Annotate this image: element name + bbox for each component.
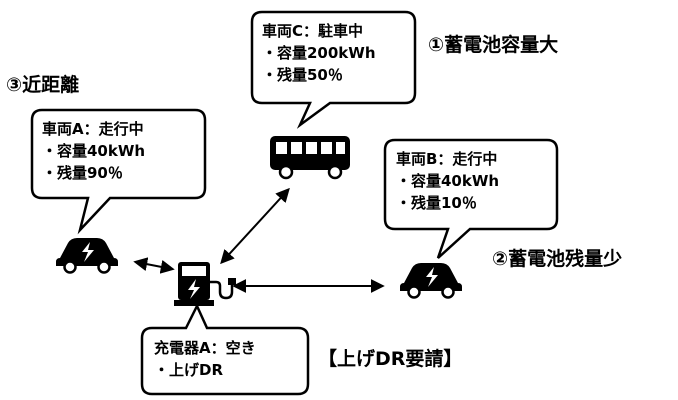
- low-remaining-label: ②蓄電池残量少: [492, 248, 623, 270]
- large-capacity-label: ①蓄電池容量大: [428, 34, 559, 56]
- charger-a-mode: ・上げDR: [154, 361, 224, 379]
- charger-a-bubble: [140, 303, 310, 396]
- arrow-charger-to-car-a: [133, 257, 175, 274]
- vehicle-b-capacity: ・容量40kWh: [396, 172, 500, 190]
- car-a-icon: [56, 238, 118, 274]
- charger-a-title: 充電器A：空き: [154, 339, 256, 357]
- vehicle-b-info: 車両B：走行中 ・容量40kWh ・残量10％: [396, 148, 499, 214]
- vehicle-a-info: 車両A：走行中 ・容量40kWh ・残量90％: [42, 118, 145, 184]
- charger-a-info: 充電器A：空き ・上げDR: [154, 337, 256, 381]
- vehicle-c-capacity: ・容量200kWh: [262, 44, 376, 62]
- car-b-icon: [400, 263, 462, 299]
- vehicle-b-remaining: ・残量10％: [396, 194, 477, 212]
- vehicle-b-title: 車両B：走行中: [396, 150, 498, 168]
- dr-request-label: 【上げDR要請】: [318, 348, 463, 370]
- ev-charger-icon: [174, 262, 236, 306]
- vehicle-b-bubble: [383, 138, 559, 259]
- vehicle-c-bubble: [250, 10, 417, 129]
- bus-icon: [270, 136, 350, 180]
- vehicle-c-title: 車両C：駐車中: [262, 22, 364, 40]
- near-distance-label: ③近距離: [6, 74, 80, 96]
- vehicle-c-remaining: ・残量50％: [262, 66, 343, 84]
- vehicle-a-capacity: ・容量40kWh: [42, 142, 146, 160]
- arrow-charger-to-bus: [220, 187, 290, 265]
- vehicle-a-title: 車両A：走行中: [42, 120, 144, 138]
- vehicle-a-remaining: ・残量90％: [42, 164, 123, 182]
- vehicle-c-info: 車両C：駐車中 ・容量200kWh ・残量50％: [262, 20, 376, 86]
- vehicle-a-bubble: [30, 108, 207, 235]
